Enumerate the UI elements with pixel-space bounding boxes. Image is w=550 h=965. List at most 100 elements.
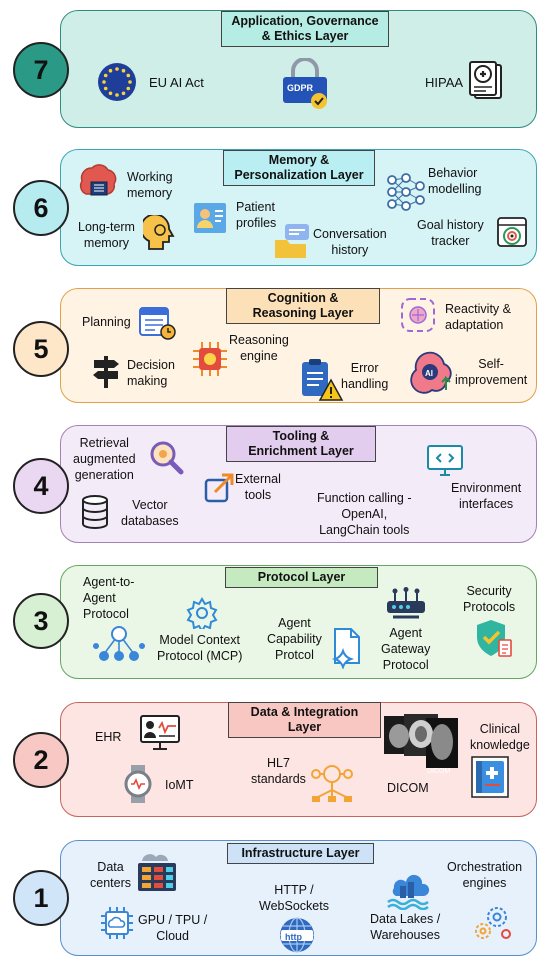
label-line: LangChain tools: [319, 523, 410, 537]
layer-number-6: 6: [13, 180, 69, 236]
gpu-tpu-cloud-label: GPU / TPU / Cloud: [138, 913, 207, 944]
label-line: history: [331, 243, 369, 257]
title-line: & Ethics Layer: [261, 29, 349, 43]
title-line: Layer: [287, 720, 322, 734]
label-line: improvement: [455, 373, 528, 387]
http-badge-text: http: [285, 932, 302, 942]
title-line: Protocol Layer: [257, 570, 346, 584]
iomt-label: IoMT: [165, 778, 194, 792]
label-line: Warehouses: [370, 928, 440, 942]
layer-2-title: Data & Integration Layer: [228, 702, 381, 738]
layer-1-title: Infrastructure Layer: [227, 843, 374, 864]
server-rack-icon: [136, 851, 178, 893]
label-line: centers: [90, 876, 131, 890]
layer-4-title: Tooling & Enrichment Layer: [226, 426, 376, 462]
data-lake-icon: [386, 874, 432, 910]
hipaa-document-icon: [465, 60, 507, 102]
gear-icon: [186, 597, 218, 629]
label-line: memory: [83, 236, 130, 250]
title-line: Tooling &: [272, 429, 330, 443]
rag-label: Retrieval augmented generation: [73, 436, 136, 483]
data-lakes-label: Data Lakes / Warehouses: [370, 912, 440, 943]
mcp-label: Model Context Protocol (MCP): [157, 633, 242, 664]
label-line: Cloud: [156, 929, 189, 943]
label-line: Behavior: [428, 166, 478, 180]
title-line: Infrastructure Layer: [241, 846, 360, 860]
label-line: Agent: [83, 591, 116, 605]
label-line: Protcol: [274, 648, 314, 662]
dicom-inset-text: DICOM: [427, 768, 451, 775]
label-line: Retrieval: [79, 436, 129, 450]
http-globe-icon: [278, 916, 316, 954]
label-line: handling: [341, 377, 389, 391]
label-line: Reasoning: [229, 333, 289, 347]
label-line: profiles: [236, 216, 277, 230]
eu-flag-icon: [97, 62, 137, 102]
brain-memory-icon: [74, 163, 120, 205]
layer-number-3: 3: [13, 593, 69, 649]
label-line: Decision: [127, 358, 175, 372]
agent-to-agent-label: Agent-to- Agent Protocol: [83, 575, 134, 622]
ai-brain-icon: [410, 350, 454, 394]
label-line: Environment: [451, 481, 522, 495]
head-brain-icon: [143, 215, 179, 253]
title-line: Reasoning Layer: [252, 306, 354, 320]
agent-network-icon: [92, 624, 146, 666]
label-line: Capability: [267, 632, 322, 646]
long-term-memory-label: Long-term memory: [78, 220, 135, 251]
security-protocols-label: Security Protocols: [463, 584, 515, 615]
label-line: Function calling -: [317, 491, 412, 505]
chip-engine-icon: [189, 338, 231, 380]
self-improvement-label: Self- improvement: [455, 357, 527, 388]
clinical-knowledge-label: Clinical knowledge: [470, 722, 530, 753]
reasoning-engine-label: Reasoning engine: [229, 333, 289, 364]
layer-6-title: Memory & Personalization Layer: [223, 150, 375, 186]
patient-profile-icon: [193, 202, 227, 234]
label-line: GPU / TPU /: [138, 913, 208, 927]
security-shield-icon: [473, 618, 513, 658]
gears-icon: [473, 901, 513, 941]
title-line: Memory &: [268, 153, 330, 167]
label-line: Protocols: [463, 600, 516, 614]
label-line: Orchestration: [447, 860, 523, 874]
medical-book-icon: [470, 755, 510, 799]
label-line: Protocol (MCP): [157, 649, 243, 663]
database-icon: [80, 494, 110, 530]
label-line: tracker: [431, 234, 470, 248]
chat-folder-icon: [273, 222, 313, 260]
title-line: Cognition &: [267, 291, 339, 305]
layer-number-4: 4: [13, 458, 69, 514]
label-line: standards: [251, 772, 306, 786]
adaptive-brain-icon: [398, 295, 438, 335]
goal-target-icon: [496, 216, 528, 248]
label-line: interfaces: [458, 497, 514, 511]
label-line: Agent-to-: [83, 575, 135, 589]
layer-number-2: 2: [13, 732, 69, 788]
eu-ai-act-label: EU AI Act: [149, 75, 204, 90]
label-line: Protocol: [382, 658, 429, 672]
label-line: Protocol: [83, 607, 129, 621]
gateway-router-icon: [385, 587, 427, 623]
neural-network-icon: [384, 170, 428, 214]
data-centers-label: Data centers: [90, 860, 131, 891]
label-line: Long-term: [78, 220, 135, 234]
layer-number-1: 1: [13, 870, 69, 926]
layer-5-title: Cognition & Reasoning Layer: [226, 288, 380, 324]
label-line: memory: [127, 186, 173, 200]
working-memory-label: Working memory: [127, 170, 173, 201]
cloud-chip-icon: [99, 905, 135, 941]
hipaa-label: HIPAA: [425, 75, 464, 90]
monitor-code-icon: [426, 444, 464, 478]
hl7-standards-label: HL7 standards: [251, 756, 306, 787]
label-line: Data: [97, 860, 124, 874]
patient-profiles-label: Patient profiles: [236, 200, 276, 231]
label-line: Agent: [389, 626, 422, 640]
gdpr-badge-text: GDPR: [287, 83, 314, 93]
calendar-clock-icon: [138, 303, 176, 341]
layer-7-title: Application, Governance & Ethics Layer: [221, 11, 389, 47]
label-line: modelling: [428, 182, 482, 196]
external-link-icon: [203, 472, 235, 504]
signpost-icon: [90, 354, 122, 390]
behavior-modelling-label: Behavior modelling: [428, 166, 482, 197]
label-line: adaptation: [445, 318, 504, 332]
